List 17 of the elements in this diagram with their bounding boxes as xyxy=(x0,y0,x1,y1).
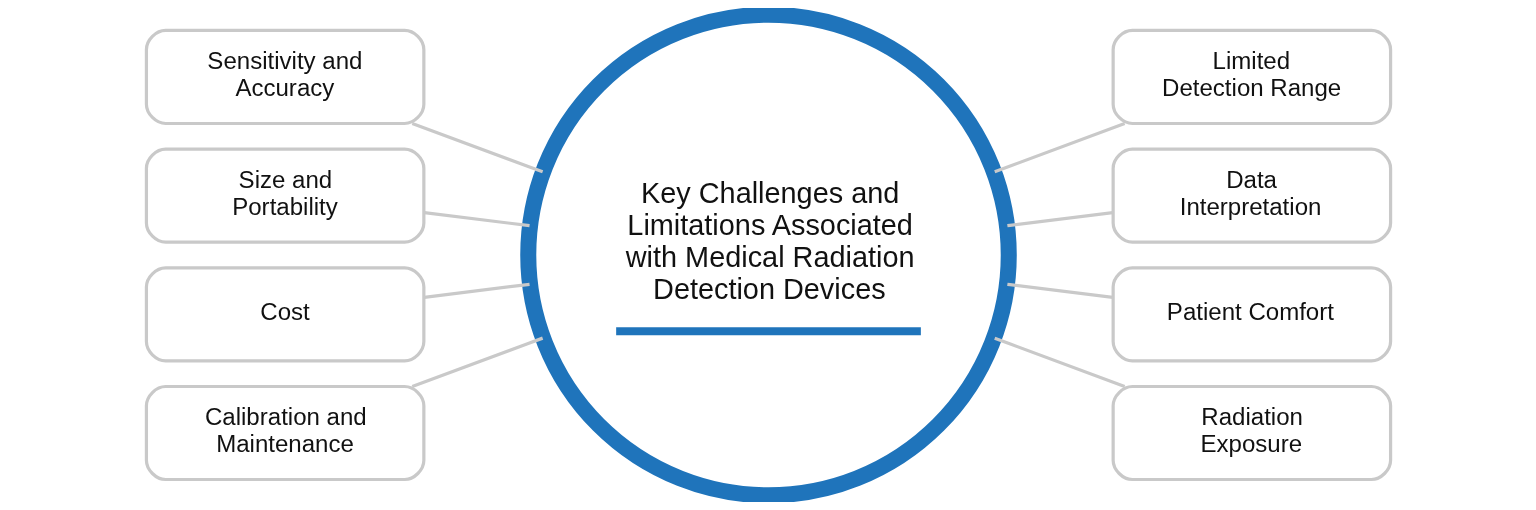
connector xyxy=(993,336,1125,388)
node-box: Patient Comfort xyxy=(1111,266,1392,363)
node-circle: Key Challenges and Limitations Associated with Medical Radiation Detection Devices xyxy=(519,8,1017,502)
connector xyxy=(411,122,543,174)
connector xyxy=(411,336,543,388)
node-box: Cost xyxy=(144,266,425,363)
node-box: Data Interpretation xyxy=(1111,147,1392,244)
node-box: Limited Detection Range xyxy=(1111,28,1392,126)
node-box: Calibration and Maintenance xyxy=(144,384,425,482)
connector xyxy=(1006,282,1113,299)
connector xyxy=(423,282,530,299)
node-box: Radiation Exposure xyxy=(1111,384,1392,482)
node-box: Size and Portability xyxy=(144,147,425,244)
node-box: Sensitivity and Accuracy xyxy=(144,28,425,126)
connector xyxy=(1006,211,1113,228)
connector xyxy=(423,211,530,228)
connector xyxy=(993,122,1125,174)
